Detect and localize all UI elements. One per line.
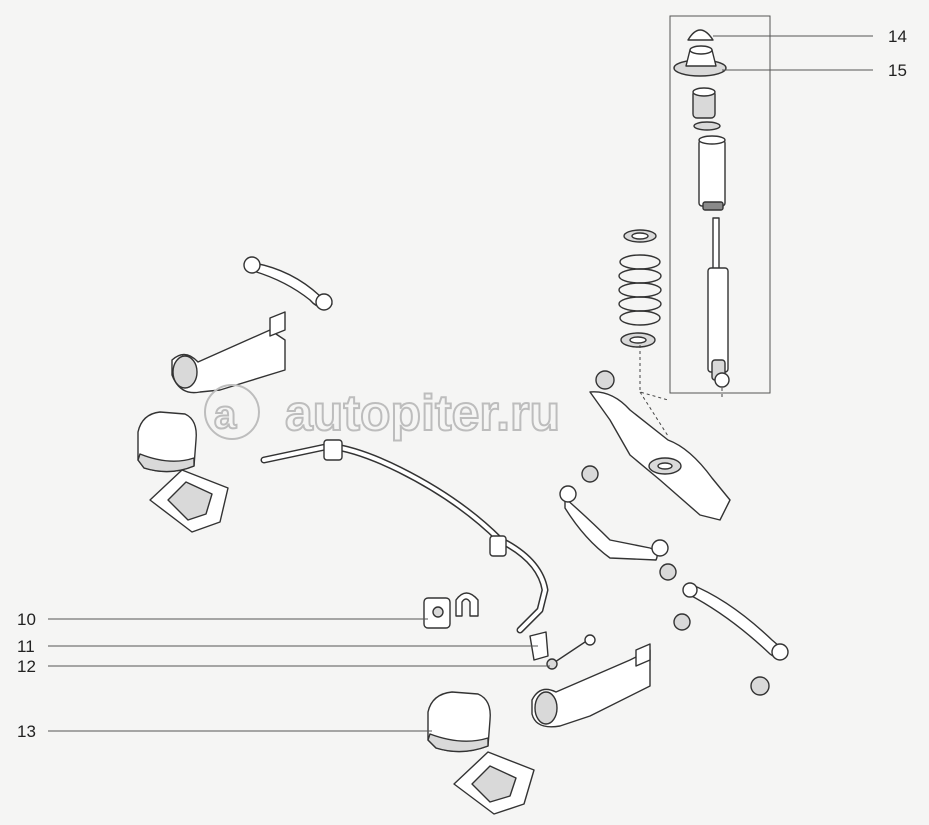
lower-spring-arm [589, 370, 731, 521]
watermark: a autopiter.ru [204, 384, 561, 442]
callout-14: 14 [888, 27, 907, 46]
watermark-text: autopiter.ru [285, 385, 560, 441]
callout-10: 10 [17, 610, 36, 629]
bump-cover-left [137, 411, 197, 473]
toe-link-right [673, 582, 789, 696]
watermark-logo-icon [204, 384, 260, 440]
trailing-arm-bottom [531, 643, 651, 728]
watermark-logo-letter: a [214, 393, 237, 437]
strut-mount [673, 45, 727, 77]
callouts: 14 15 10 11 12 13 [17, 27, 907, 741]
bushing-bracket [455, 592, 479, 617]
coil-spring [618, 229, 662, 348]
callout-13: 13 [17, 722, 36, 741]
upper-control-arm-left [243, 256, 333, 311]
callout-15: 15 [888, 61, 907, 80]
gasket-plate-bottom [453, 751, 535, 815]
arm-axis-guide [639, 391, 669, 437]
gasket-plate-left [149, 469, 229, 533]
stabilizer-link [546, 634, 596, 670]
stabilizer-bushing [423, 597, 451, 629]
callout-11: 11 [17, 637, 35, 656]
shock-absorber [707, 217, 730, 388]
shock-assembly-frame [669, 15, 771, 394]
trailing-arm-left [171, 311, 286, 394]
stabilizer-clamp [529, 631, 549, 661]
dust-boot [698, 135, 726, 211]
bump-stop [692, 87, 721, 131]
spring-to-arm-guide [639, 345, 669, 401]
bump-cover-bottom [427, 691, 491, 753]
strut-top-cap [687, 29, 714, 41]
stabilizer-bar [260, 439, 549, 634]
upper-control-arm-middle [559, 465, 677, 581]
callout-12: 12 [17, 657, 36, 676]
